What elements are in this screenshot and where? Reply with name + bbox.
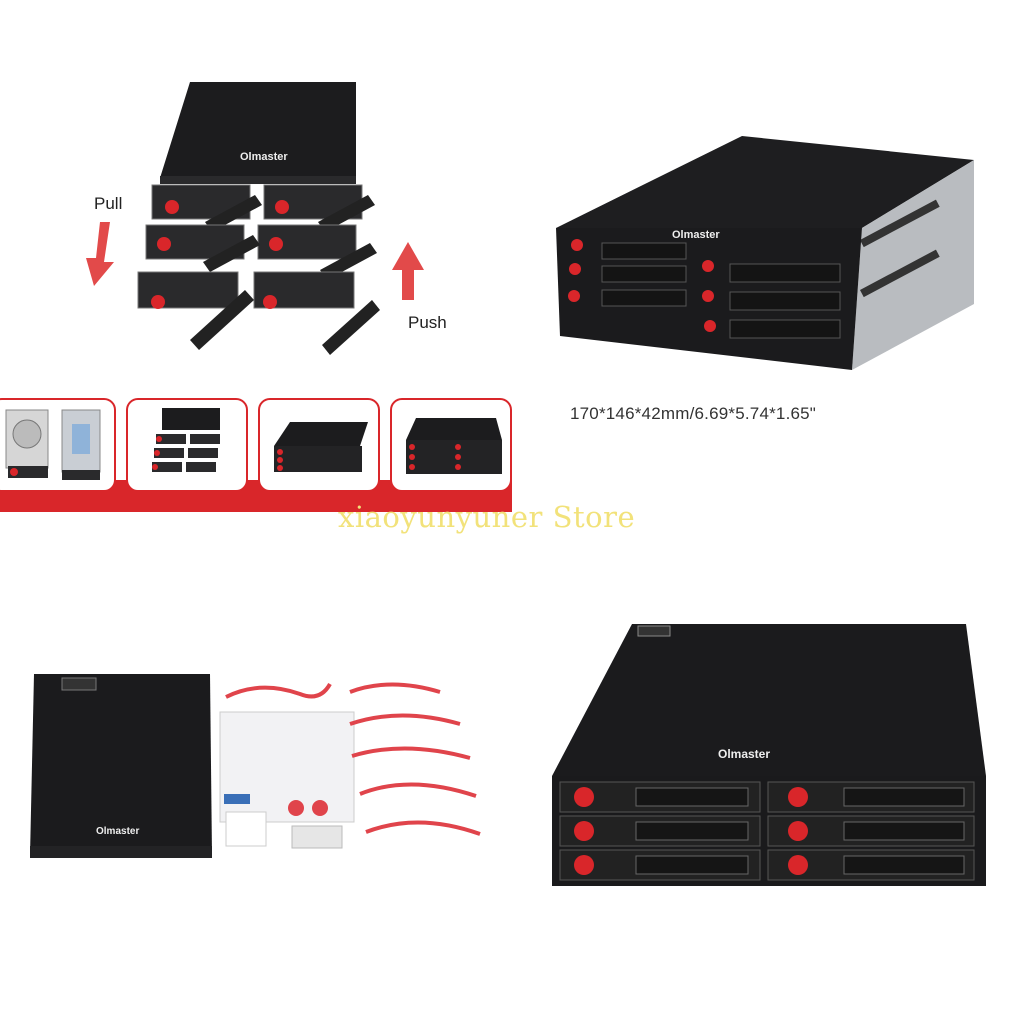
- package-contents-panel: Olmaster: [0, 512, 512, 1024]
- brand-text-front: Olmaster: [718, 747, 770, 761]
- front-enclosure-illustration: Olmaster: [552, 624, 986, 886]
- brand-text-angled: Olmaster: [672, 229, 720, 241]
- push-label: Push: [408, 313, 447, 332]
- front-bays-angled: [568, 239, 841, 339]
- tray-row-1: [151, 184, 375, 232]
- exploded-view-panel: Olmaster: [0, 0, 512, 512]
- angled-view-panel: Olmaster 170*146*42mm/6.69*5.74*1.65": [512, 0, 1024, 512]
- front-view-panel: Olmaster: [512, 512, 1024, 1024]
- package-contents-illustration: Olmaster: [30, 674, 481, 858]
- brand-text-box: Olmaster: [96, 826, 139, 837]
- brand-text-top: Olmaster: [240, 151, 288, 163]
- front-bays: [559, 781, 975, 881]
- tray-row-3: [137, 271, 380, 355]
- angled-enclosure-illustration: Olmaster: [556, 136, 974, 370]
- arrow-up-icon: [392, 242, 424, 300]
- tray-row-2: [145, 224, 377, 280]
- dimensions-text: 170*146*42mm/6.69*5.74*1.65": [570, 404, 817, 423]
- pull-label: Pull: [94, 194, 123, 213]
- thumbnail-hdd-trays[interactable]: [0, 398, 116, 492]
- thumbnail-exploded[interactable]: [126, 398, 248, 492]
- store-watermark: xiaoyunyuner Store: [338, 500, 636, 534]
- arrow-down-icon: [86, 222, 114, 286]
- thumbnail-angled[interactable]: [258, 398, 380, 492]
- thumbnail-front[interactable]: [390, 398, 512, 492]
- exploded-enclosure-illustration: Olmaster: [86, 82, 424, 355]
